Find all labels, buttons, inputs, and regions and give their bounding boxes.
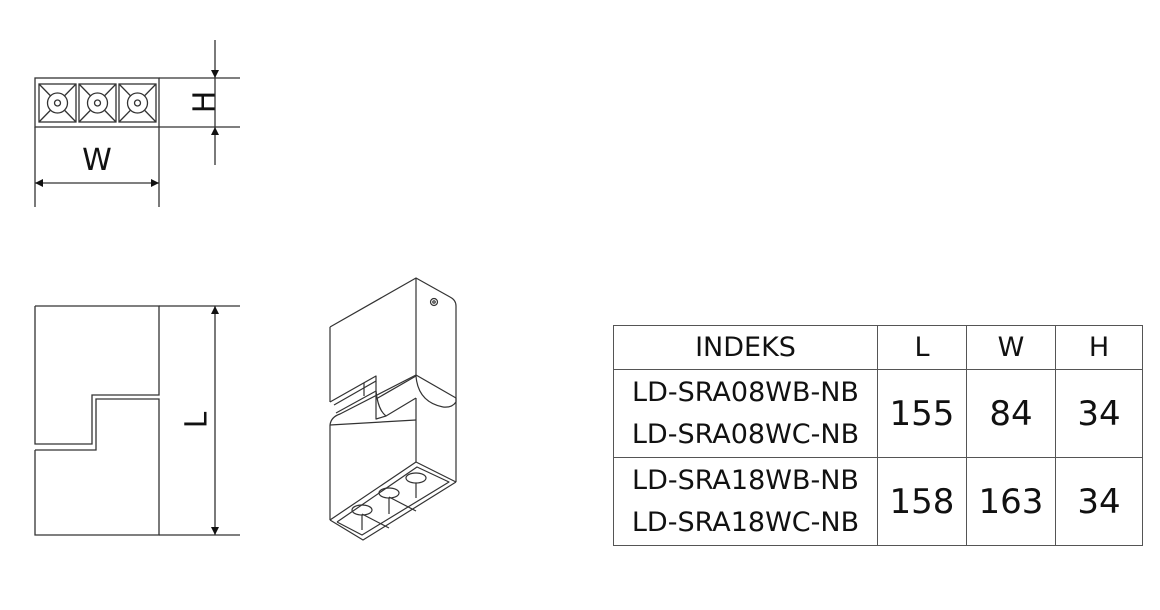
model-code: LD-SRA08WC-NB [631, 418, 860, 450]
length-value: 155 [877, 369, 967, 458]
w-dimension-label: W [82, 143, 112, 178]
side-view [34, 305, 240, 536]
height-value: 34 [1055, 457, 1143, 546]
header-indeks: INDEKS [613, 325, 878, 370]
header-w: W [966, 325, 1056, 370]
h-dimension-label: H [188, 91, 223, 114]
length-value: 158 [877, 457, 967, 546]
width-value: 163 [966, 457, 1056, 546]
indeks-cell: LD-SRA08WB-NB LD-SRA08WC-NB [613, 369, 878, 458]
header-h: H [1055, 325, 1143, 370]
model-code: LD-SRA18WC-NB [631, 506, 860, 538]
indeks-cell: LD-SRA18WB-NB LD-SRA18WC-NB [613, 457, 878, 546]
lens-cell-icon [78, 83, 117, 123]
table-row: LD-SRA18WB-NB LD-SRA18WC-NB 158 163 34 [613, 457, 1143, 546]
dimensions-table: INDEKS L W H LD-SRA08WB-NB LD-SRA08WC-NB… [613, 325, 1143, 546]
table-header-row: INDEKS L W H [613, 325, 1143, 370]
lens-cell-icon [118, 83, 157, 123]
lens-cell-icon [38, 83, 77, 123]
front-view [34, 40, 240, 207]
width-value: 84 [966, 369, 1056, 458]
isometric-view [329, 277, 457, 541]
l-dimension-label: L [180, 411, 215, 428]
table-row: LD-SRA08WB-NB LD-SRA08WC-NB 155 84 34 [613, 369, 1143, 458]
model-code: LD-SRA08WB-NB [632, 376, 859, 408]
model-code: LD-SRA18WB-NB [632, 464, 859, 496]
height-value: 34 [1055, 369, 1143, 458]
header-l: L [877, 325, 967, 370]
